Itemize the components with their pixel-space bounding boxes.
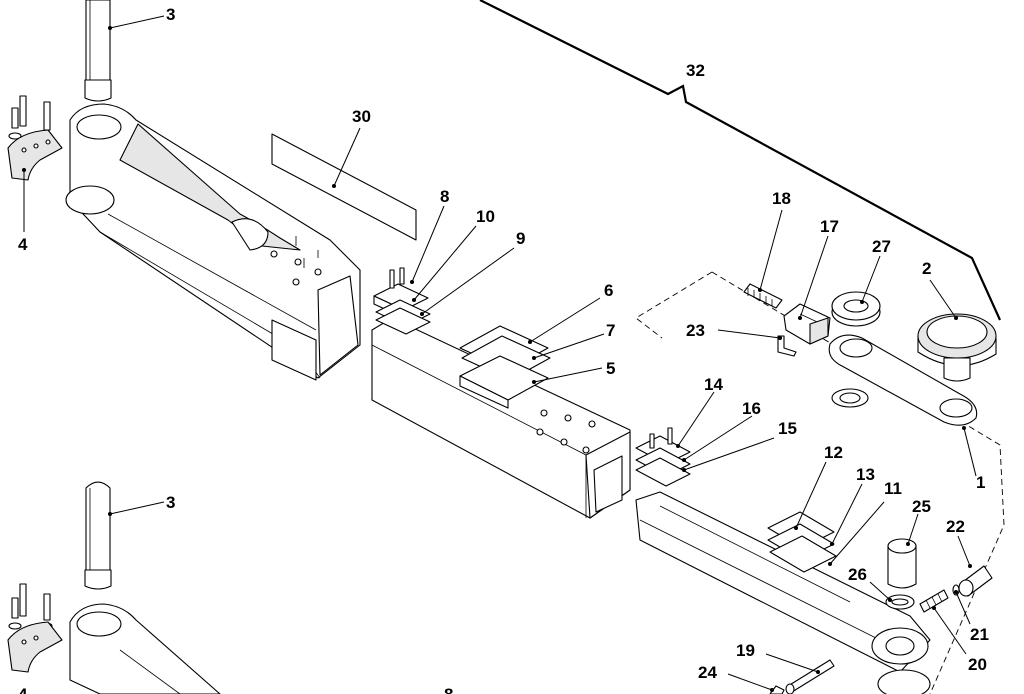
callout-10: 10 [476, 207, 495, 226]
leader-lines [22, 15, 977, 692]
pin-19 [785, 659, 835, 694]
outer-arm-1 [828, 334, 978, 426]
callout-24: 24 [698, 663, 717, 682]
callout-9: 9 [516, 229, 525, 248]
callout-23: 23 [686, 321, 705, 340]
callout-18: 18 [772, 189, 791, 208]
ring-26 [885, 594, 915, 610]
callout-25: 25 [912, 497, 931, 516]
callout-1: 1 [976, 473, 985, 492]
shim-stack-14-16-15 [635, 427, 691, 487]
callout-14: 14 [704, 375, 723, 394]
callout-22: 22 [946, 517, 965, 536]
pin-lower [84, 481, 112, 590]
callout-6: 6 [604, 281, 613, 300]
callout-15: 15 [778, 419, 797, 438]
callout-20: 20 [968, 655, 987, 674]
nut-25 [887, 538, 917, 589]
callout-3-upper: 3 [166, 5, 175, 24]
lock-block-17 [783, 303, 831, 345]
bolts-upper-left [7, 95, 63, 181]
callout-17: 17 [820, 217, 839, 236]
swing-arm-lower [69, 603, 221, 694]
callout-labels: 3 32 30 4 8 10 9 18 17 27 2 6 7 23 5 14 … [18, 5, 989, 694]
callout-13: 13 [856, 465, 875, 484]
shim-stack-8-10-9 [373, 267, 431, 335]
callout-19: 19 [736, 641, 755, 660]
washer-27 [831, 291, 881, 327]
callout-30: 30 [352, 107, 371, 126]
swing-arm-upper [65, 103, 361, 381]
callout-32: 32 [686, 61, 705, 80]
callout-8-lower: 8 [444, 685, 453, 694]
inner-extension-arm [635, 491, 931, 694]
spring-18 [743, 283, 783, 309]
label-plate-30 [271, 133, 417, 241]
callout-5: 5 [606, 359, 615, 378]
callout-21: 21 [970, 625, 989, 644]
bolt-24 [769, 685, 785, 694]
callout-12: 12 [824, 443, 843, 462]
pin-23 [777, 335, 797, 357]
slide-pads-6-7-5 [459, 325, 551, 409]
callout-16: 16 [742, 399, 761, 418]
callout-26: 26 [848, 565, 867, 584]
callout-4-upper: 4 [18, 235, 28, 254]
callout-11: 11 [884, 479, 902, 498]
callout-27: 27 [872, 237, 891, 256]
callout-4-lower: 4 [18, 685, 28, 694]
bolts-lower-left [7, 583, 63, 673]
callout-3-lower: 3 [166, 493, 175, 512]
pin-upper [84, 0, 112, 102]
callout-7: 7 [606, 321, 615, 340]
arm-extension-tube [371, 317, 631, 519]
callout-8-upper: 8 [440, 187, 449, 206]
assembly-bracket-32 [479, 0, 1002, 321]
knob-22 [958, 565, 993, 597]
callout-2: 2 [922, 259, 931, 278]
lift-pad-2 [917, 313, 997, 382]
spring-20 [919, 589, 949, 613]
